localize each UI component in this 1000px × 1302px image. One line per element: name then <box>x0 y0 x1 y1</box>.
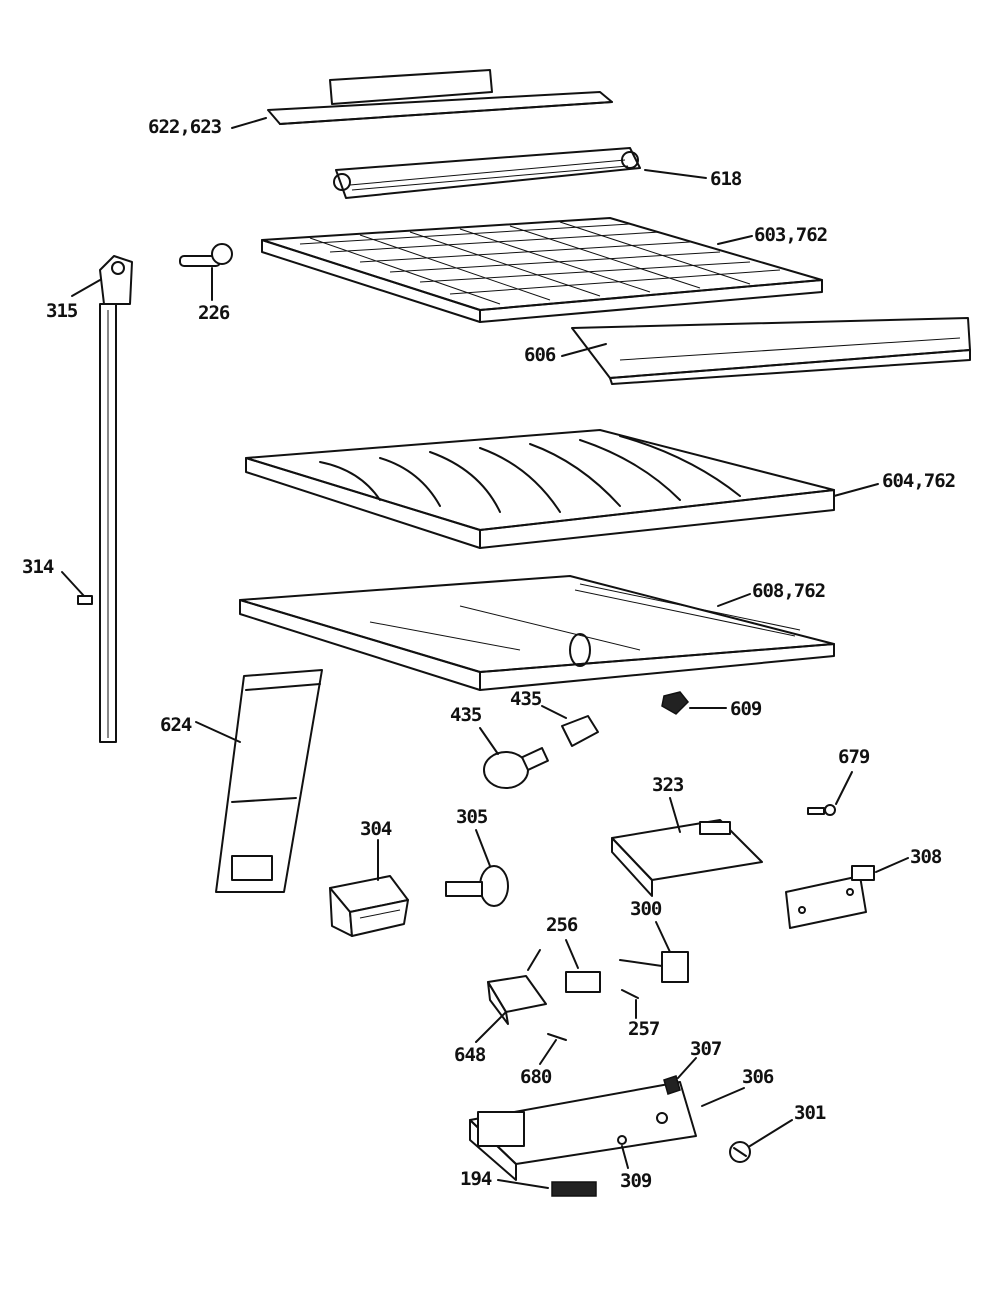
leader-194 <box>497 1179 549 1189</box>
part-315-hinge <box>99 255 133 305</box>
leader-603 <box>717 235 753 245</box>
part-603-762-wire-shelf <box>261 217 823 323</box>
leader-301 <box>749 1119 793 1147</box>
part-622-623-cover <box>267 69 613 125</box>
part-301-knob <box>729 1141 751 1163</box>
part-609-fastener <box>661 691 690 715</box>
label-308: 308 <box>910 846 942 868</box>
label-609: 609 <box>730 698 762 720</box>
leader-314 <box>61 571 85 597</box>
label-435-bulb: 435 <box>450 704 482 726</box>
part-435-bulb <box>483 747 549 789</box>
part-323-control-box <box>611 819 763 897</box>
part-648-motor <box>487 949 547 1025</box>
label-315: 315 <box>46 300 78 322</box>
leader-323 <box>669 797 681 833</box>
label-323: 323 <box>652 774 684 796</box>
part-604-762-shelf <box>245 429 835 549</box>
label-314: 314 <box>22 556 54 578</box>
leader-622 <box>231 117 267 129</box>
part-308-bracket <box>785 865 875 929</box>
part-vertical-rod <box>99 303 117 743</box>
part-194-switch <box>551 1181 597 1197</box>
label-256: 256 <box>546 914 578 936</box>
part-226-pin <box>179 243 233 267</box>
leader-604 <box>833 483 879 497</box>
part-435-socket <box>561 715 599 747</box>
leader-306 <box>701 1087 745 1107</box>
part-307-clip <box>663 1075 681 1095</box>
part-304-block <box>329 875 409 937</box>
leader-305 <box>475 829 491 867</box>
label-622-623: 622,623 <box>148 116 222 138</box>
label-257: 257 <box>628 1018 660 1040</box>
part-608-762-cover <box>239 575 835 691</box>
label-679: 679 <box>838 746 870 768</box>
leader-680 <box>539 1039 557 1065</box>
label-435-socket: 435 <box>510 688 542 710</box>
label-604-762: 604,762 <box>882 470 956 492</box>
part-680-screw <box>547 1033 567 1041</box>
label-680: 680 <box>520 1066 552 1088</box>
leader-624 <box>195 721 241 743</box>
label-618: 618 <box>710 168 742 190</box>
part-606-shelf-rail <box>571 317 971 385</box>
label-608-762: 608,762 <box>752 580 826 602</box>
label-194: 194 <box>460 1168 492 1190</box>
leader-608 <box>717 593 751 607</box>
leader-648 <box>475 1011 507 1043</box>
part-314-clip <box>77 595 93 605</box>
part-305-knob <box>445 865 509 907</box>
part-256-switch <box>565 971 601 993</box>
part-300-connector <box>619 951 689 983</box>
part-618-bracket <box>333 147 641 199</box>
leader-307 <box>677 1057 697 1079</box>
label-309: 309 <box>620 1170 652 1192</box>
label-306: 306 <box>742 1066 774 1088</box>
leader-256 <box>565 939 579 969</box>
part-306-housing <box>469 1081 697 1181</box>
leader-308 <box>875 857 909 873</box>
leader-309 <box>621 1145 629 1169</box>
part-624-panel <box>215 669 323 893</box>
label-300: 300 <box>630 898 662 920</box>
part-309-screw <box>617 1135 627 1145</box>
label-603-762: 603,762 <box>754 224 828 246</box>
label-226: 226 <box>198 302 230 324</box>
leader-435a <box>479 727 499 755</box>
label-307: 307 <box>690 1038 722 1060</box>
label-624: 624 <box>160 714 192 736</box>
leader-606 <box>561 343 607 357</box>
label-606: 606 <box>524 344 556 366</box>
label-304: 304 <box>360 818 392 840</box>
label-301: 301 <box>794 1102 826 1124</box>
part-257-screw <box>621 989 639 999</box>
leader-435b <box>541 705 567 719</box>
leader-315 <box>71 279 101 297</box>
leader-679 <box>835 771 853 805</box>
label-305: 305 <box>456 806 488 828</box>
leader-300 <box>655 921 671 953</box>
label-648: 648 <box>454 1044 486 1066</box>
part-679-screw <box>807 804 836 816</box>
leader-618 <box>644 169 707 179</box>
